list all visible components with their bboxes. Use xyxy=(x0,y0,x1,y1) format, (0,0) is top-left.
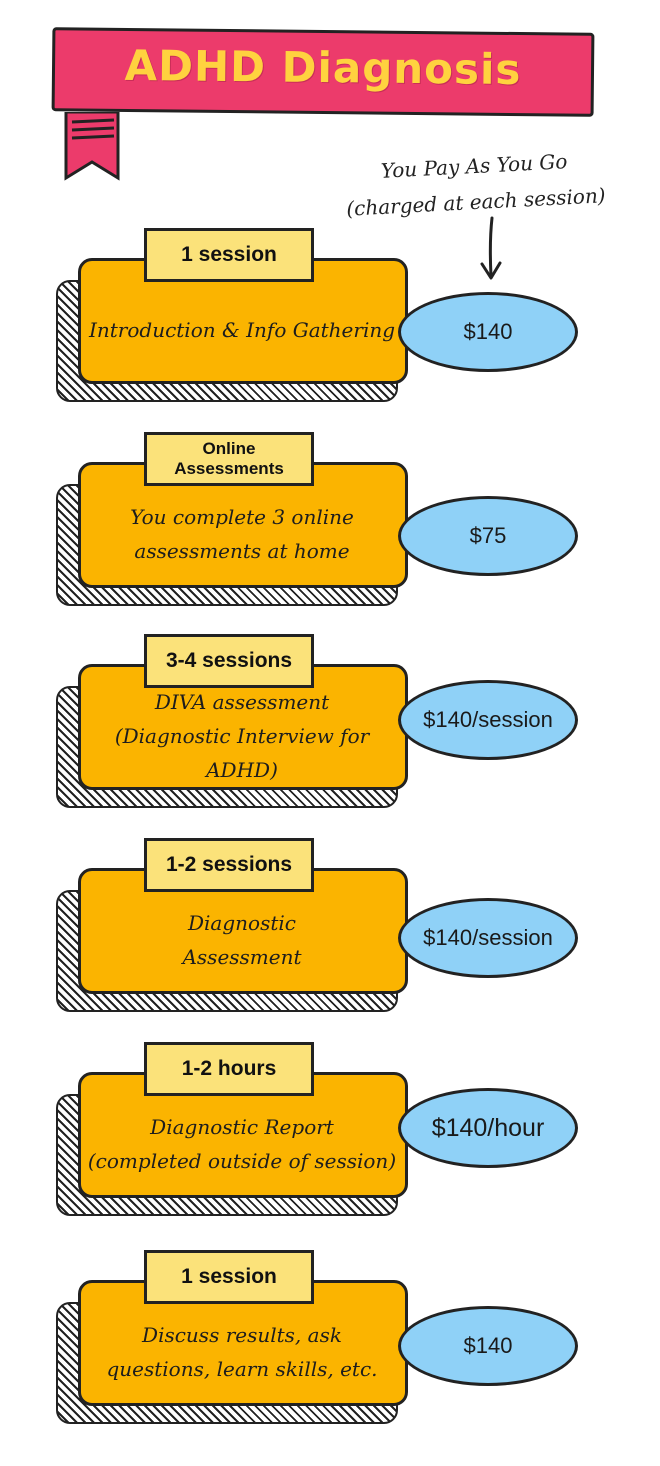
step-price: $140/session xyxy=(398,898,578,978)
step-duration-label: 1 session xyxy=(144,1250,314,1304)
page-title: ADHD Diagnosis xyxy=(124,40,522,95)
step-duration-label: 1 session xyxy=(144,228,314,282)
step-5: Diagnostic Report (completed outside of … xyxy=(56,1042,636,1216)
payment-note: You Pay As You Go (charged at each sessi… xyxy=(338,141,611,227)
step-description: Diagnostic Report (completed outside of … xyxy=(87,1115,397,1173)
arrow-down-icon xyxy=(480,216,502,280)
step-description: You complete 3 online assessments at hom… xyxy=(130,505,354,563)
step-4: Diagnostic Assessment 1-2 sessions $140/… xyxy=(56,838,636,1012)
step-price: $140/hour xyxy=(398,1088,578,1168)
step-price: $140 xyxy=(398,292,578,372)
step-description: Introduction & Info Gathering xyxy=(88,318,396,342)
step-description: Diagnostic Assessment xyxy=(182,911,302,969)
step-price: $140/session xyxy=(398,680,578,760)
banner-ribbon-tail xyxy=(64,112,120,181)
step-duration-label: 1-2 sessions xyxy=(144,838,314,892)
step-duration-label: Online Assessments xyxy=(144,432,314,486)
step-price: $140 xyxy=(398,1306,578,1386)
step-6: Discuss results, ask questions, learn sk… xyxy=(56,1250,636,1424)
step-price: $75 xyxy=(398,496,578,576)
step-2: You complete 3 online assessments at hom… xyxy=(56,432,636,606)
step-duration-label: 1-2 hours xyxy=(144,1042,314,1096)
title-banner: ADHD Diagnosis xyxy=(51,27,595,117)
step-3: DIVA assessment (Diagnostic Interview fo… xyxy=(56,634,636,808)
step-description: DIVA assessment (Diagnostic Interview fo… xyxy=(114,690,370,782)
step-duration-label: 3-4 sessions xyxy=(144,634,314,688)
step-1: Introduction & Info Gathering 1 session … xyxy=(56,228,636,402)
step-description: Discuss results, ask questions, learn sk… xyxy=(106,1323,378,1381)
